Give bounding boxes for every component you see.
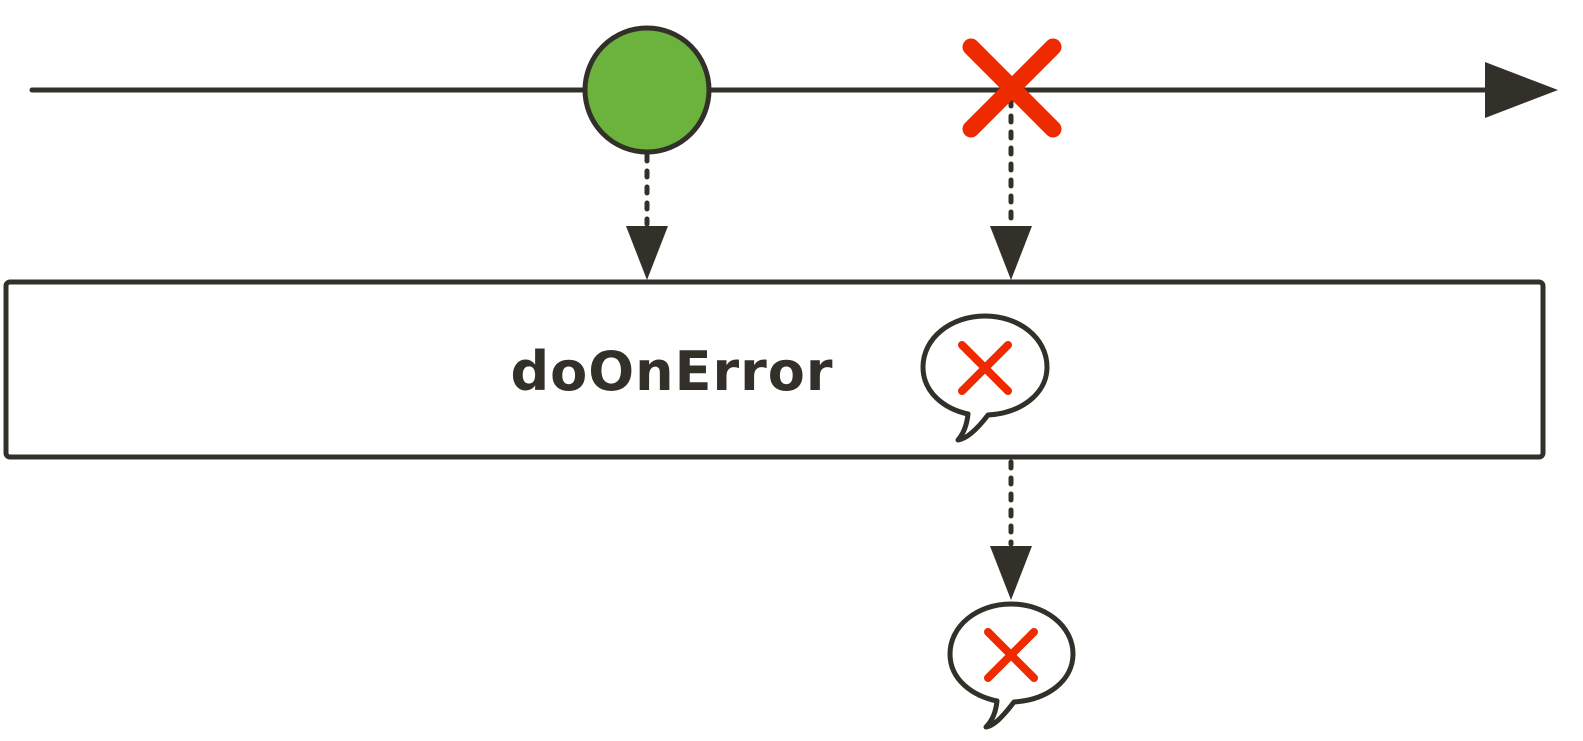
error-x-icon [962,38,1062,138]
error-arrowhead [990,226,1032,280]
speech-bubble-error-icon [920,313,1050,443]
output-speech-bubble-error-icon [947,601,1076,730]
output-connector [990,459,1032,600]
operator-box [3,279,1546,460]
operator-label: doOnError [511,340,834,403]
source-timeline [29,62,1558,118]
emission-item-circle [582,25,712,155]
output-arrowhead [990,546,1032,600]
error-connector [990,97,1032,280]
emission-arrowhead [626,226,668,280]
timeline-arrowhead [1485,62,1558,118]
emission-connector [626,152,668,280]
